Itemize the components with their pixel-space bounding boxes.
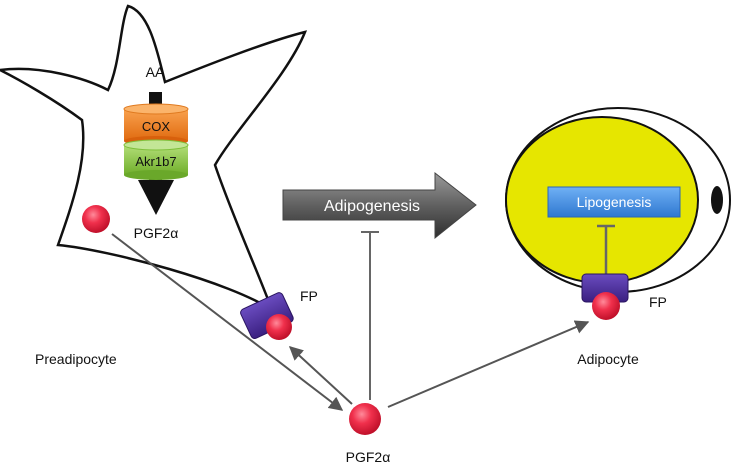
secretion-arrow [111, 233, 344, 411]
preadipocyte-label: Preadipocyte [35, 351, 117, 367]
autocrine-arrow [288, 346, 353, 405]
lipogenesis-label: Lipogenesis [577, 194, 652, 210]
pgf2a-cell-label: PGF2α [134, 225, 179, 241]
pgf2a-sphere-secreted [349, 403, 381, 435]
akr1b7-label: Akr1b7 [135, 154, 176, 169]
adipogenesis-arrow: Adipogenesis [282, 171, 477, 240]
pgf2a-sphere-bound-right [592, 292, 620, 320]
nucleus [711, 186, 723, 214]
lipogenesis-box [547, 186, 681, 218]
paracrine-arrow [387, 320, 590, 408]
pgf2a-bottom-label: PGF2α [346, 449, 391, 465]
adipocyte-label: Adipocyte [577, 351, 639, 367]
adipogenesis-label: Adipogenesis [324, 198, 420, 215]
fp-right-label: FP [649, 294, 667, 310]
pathway-arrow-head [138, 180, 174, 215]
pgf2a-sphere-bound-left [266, 314, 292, 340]
aa-label: AA [146, 64, 165, 80]
akr1b7-enzyme: Akr1b7 [123, 139, 189, 180]
fp-left-label: FP [300, 288, 318, 304]
cox-label: COX [142, 119, 171, 134]
pgf2a-sphere-cell [82, 205, 110, 233]
